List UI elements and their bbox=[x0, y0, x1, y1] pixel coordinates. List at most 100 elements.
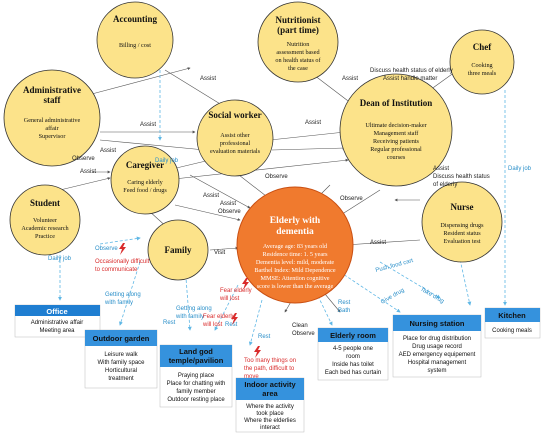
student-body-1: Academic research bbox=[21, 225, 69, 232]
label-daily-job-kitchen: Daily job bbox=[508, 166, 532, 172]
node-admin: Administrative staff General administrat… bbox=[3, 69, 101, 167]
label-push-food-cart: Push food cart bbox=[375, 258, 414, 274]
room-body-3: Each bed has curtain bbox=[325, 370, 381, 376]
label-fear-2a: Fear elderly bbox=[203, 314, 235, 320]
office-body-1: Meeting area bbox=[39, 328, 75, 334]
place-garden: Outdoor garden Leisure walk With family … bbox=[84, 329, 158, 389]
dean-body-1: Management staff bbox=[374, 130, 420, 137]
caregiver-body-0: Caring elderly bbox=[127, 179, 163, 186]
student-body-2: Practice bbox=[35, 233, 55, 240]
label-getting-along-2a: Getting along bbox=[176, 306, 212, 312]
chef-title: Chef bbox=[473, 42, 492, 52]
office-body-0: Administrative affair bbox=[31, 320, 84, 326]
label-getting-along-1a: Getting along bbox=[105, 292, 141, 298]
social-body-1: professional bbox=[220, 140, 251, 147]
elderly-body-5: score is lower than the average bbox=[257, 283, 334, 290]
nurse-title: Nurse bbox=[451, 202, 474, 212]
caregiver-body-1: Feed food / drugs bbox=[123, 187, 167, 194]
admin-body-0: General administrative bbox=[24, 117, 81, 124]
temple-body-1: Place for chatting with bbox=[167, 381, 226, 387]
nursing-body-2: AED emergency equipement bbox=[399, 352, 476, 358]
nutritionist-body-1: assessment based bbox=[276, 49, 320, 56]
nursing-title: Nursing station bbox=[409, 319, 464, 328]
lightning-icon bbox=[254, 346, 261, 358]
nurse-body-2: Evaluation test bbox=[444, 238, 481, 245]
social-title: Social worker bbox=[208, 110, 261, 120]
nutritionist-title-0: Nutritionist bbox=[276, 15, 321, 25]
node-dean: Dean of Institution Ultimate decision-ma… bbox=[339, 73, 453, 187]
label-observe-room: Observe bbox=[292, 331, 315, 337]
admin-title-1: staff bbox=[44, 95, 62, 105]
label-rest-temple: Rest bbox=[225, 322, 238, 328]
place-temple: Land god temple/pavilion Praying place P… bbox=[159, 344, 233, 408]
garden-body-2: Horticultural bbox=[105, 368, 137, 374]
label-fear-2b: will lost bbox=[202, 322, 223, 328]
temple-body-2: family member bbox=[176, 389, 215, 395]
label-assist-caregiver: Assist bbox=[203, 193, 219, 199]
node-accounting: Accounting Billing / cost bbox=[96, 1, 174, 79]
alert-icons bbox=[119, 243, 261, 358]
label-too-many-c: move bbox=[244, 374, 259, 380]
accounting-title: Accounting bbox=[113, 14, 158, 24]
student-body-0: Volunteer bbox=[33, 217, 57, 224]
label-assist-social: Assist bbox=[305, 120, 321, 126]
label-difficult-a: Occasionally difficult bbox=[95, 259, 150, 265]
node-nurse: Nurse Dispensing drugs Resident status E… bbox=[421, 181, 503, 263]
activity-body-3: interact bbox=[260, 425, 280, 431]
nutritionist-title-1: (part time) bbox=[277, 25, 319, 35]
room-body-1: room bbox=[346, 354, 360, 360]
dean-body-0: Ultimate decision-maker bbox=[365, 122, 426, 129]
label-observe-caregiver: Observe bbox=[218, 209, 241, 215]
elderly-body-3: Barthel Index: Mild Dependence bbox=[254, 267, 336, 274]
label-rest-activity: Rest bbox=[258, 334, 271, 340]
elderly-body-2: Dementia level: mild, moderate bbox=[256, 259, 335, 266]
kitchen-title: Kitchen bbox=[498, 311, 526, 320]
admin-body-1: affair bbox=[45, 125, 58, 132]
nurse-body-1: Resident status bbox=[443, 230, 481, 237]
label-observe-student: Observe bbox=[72, 156, 95, 162]
label-assist-admin-2: Assist bbox=[100, 148, 116, 154]
node-caregiver: Caregiver Caring elderly Feed food / dru… bbox=[110, 145, 180, 215]
room-body-2: Inside has toilet bbox=[332, 362, 374, 368]
kitchen-body-0: Cooking meals bbox=[492, 328, 532, 334]
lightning-icon bbox=[231, 313, 238, 325]
garden-body-1: With family space bbox=[97, 360, 145, 366]
place-activity: Indoor activity area Where the activity … bbox=[235, 377, 305, 433]
elderly-body-1: Residence time: 1. 5 years bbox=[262, 251, 328, 258]
label-getting-along-2b: with family bbox=[175, 314, 204, 320]
caregiver-title: Caregiver bbox=[126, 160, 164, 170]
nursing-body-4: system bbox=[427, 368, 446, 374]
label-assist-nurse: Assist bbox=[433, 166, 449, 172]
lightning-icon bbox=[119, 243, 126, 255]
dean-body-3: Regular professional bbox=[370, 146, 422, 153]
label-rest-garden: Rest bbox=[163, 320, 176, 326]
office-title: Office bbox=[46, 307, 67, 316]
label-visit: Visit bbox=[214, 250, 226, 256]
label-discuss-elderly-2b: of elderly bbox=[433, 182, 457, 188]
node-family: Family bbox=[147, 219, 209, 281]
lightning-icon bbox=[242, 278, 249, 290]
label-assist-accounting: Assist bbox=[200, 76, 216, 82]
family-title: Family bbox=[165, 245, 192, 255]
activity-body-0: Where the activity bbox=[246, 404, 294, 410]
garden-body-3: treatment bbox=[108, 376, 134, 382]
label-clean: Clean bbox=[292, 323, 308, 329]
student-title: Student bbox=[30, 198, 60, 208]
label-difficult-b: to communicate bbox=[95, 267, 138, 273]
label-discuss-elderly-1: Discuss health status of elderly bbox=[370, 68, 453, 74]
activity-body-2: Where the elderlies bbox=[244, 418, 296, 424]
temple-body-3: Outdoor resting place bbox=[167, 397, 225, 403]
label-observe-social: Observe bbox=[265, 174, 288, 180]
label-assist-nurse-2: Assist bbox=[370, 240, 386, 246]
edge-labels: Assist Assist Discuss health status of e… bbox=[48, 68, 532, 380]
label-observe-family: Observe bbox=[95, 246, 118, 252]
dean-body-2: Receiving patients bbox=[373, 138, 419, 145]
label-assist-admin: Assist bbox=[140, 122, 156, 128]
temple-body-0: Praying place bbox=[178, 373, 215, 379]
room-body-0: 4-5 people one bbox=[333, 346, 374, 352]
label-rest-room: Rest bbox=[338, 300, 351, 306]
node-social-worker: Social worker Assist other professional … bbox=[196, 99, 274, 177]
nursing-body-3: Hospital management bbox=[408, 360, 467, 366]
node-elderly: Elderly with dementia Average age: 83 ye… bbox=[236, 186, 354, 304]
elderly-title-1: dementia bbox=[276, 227, 314, 237]
